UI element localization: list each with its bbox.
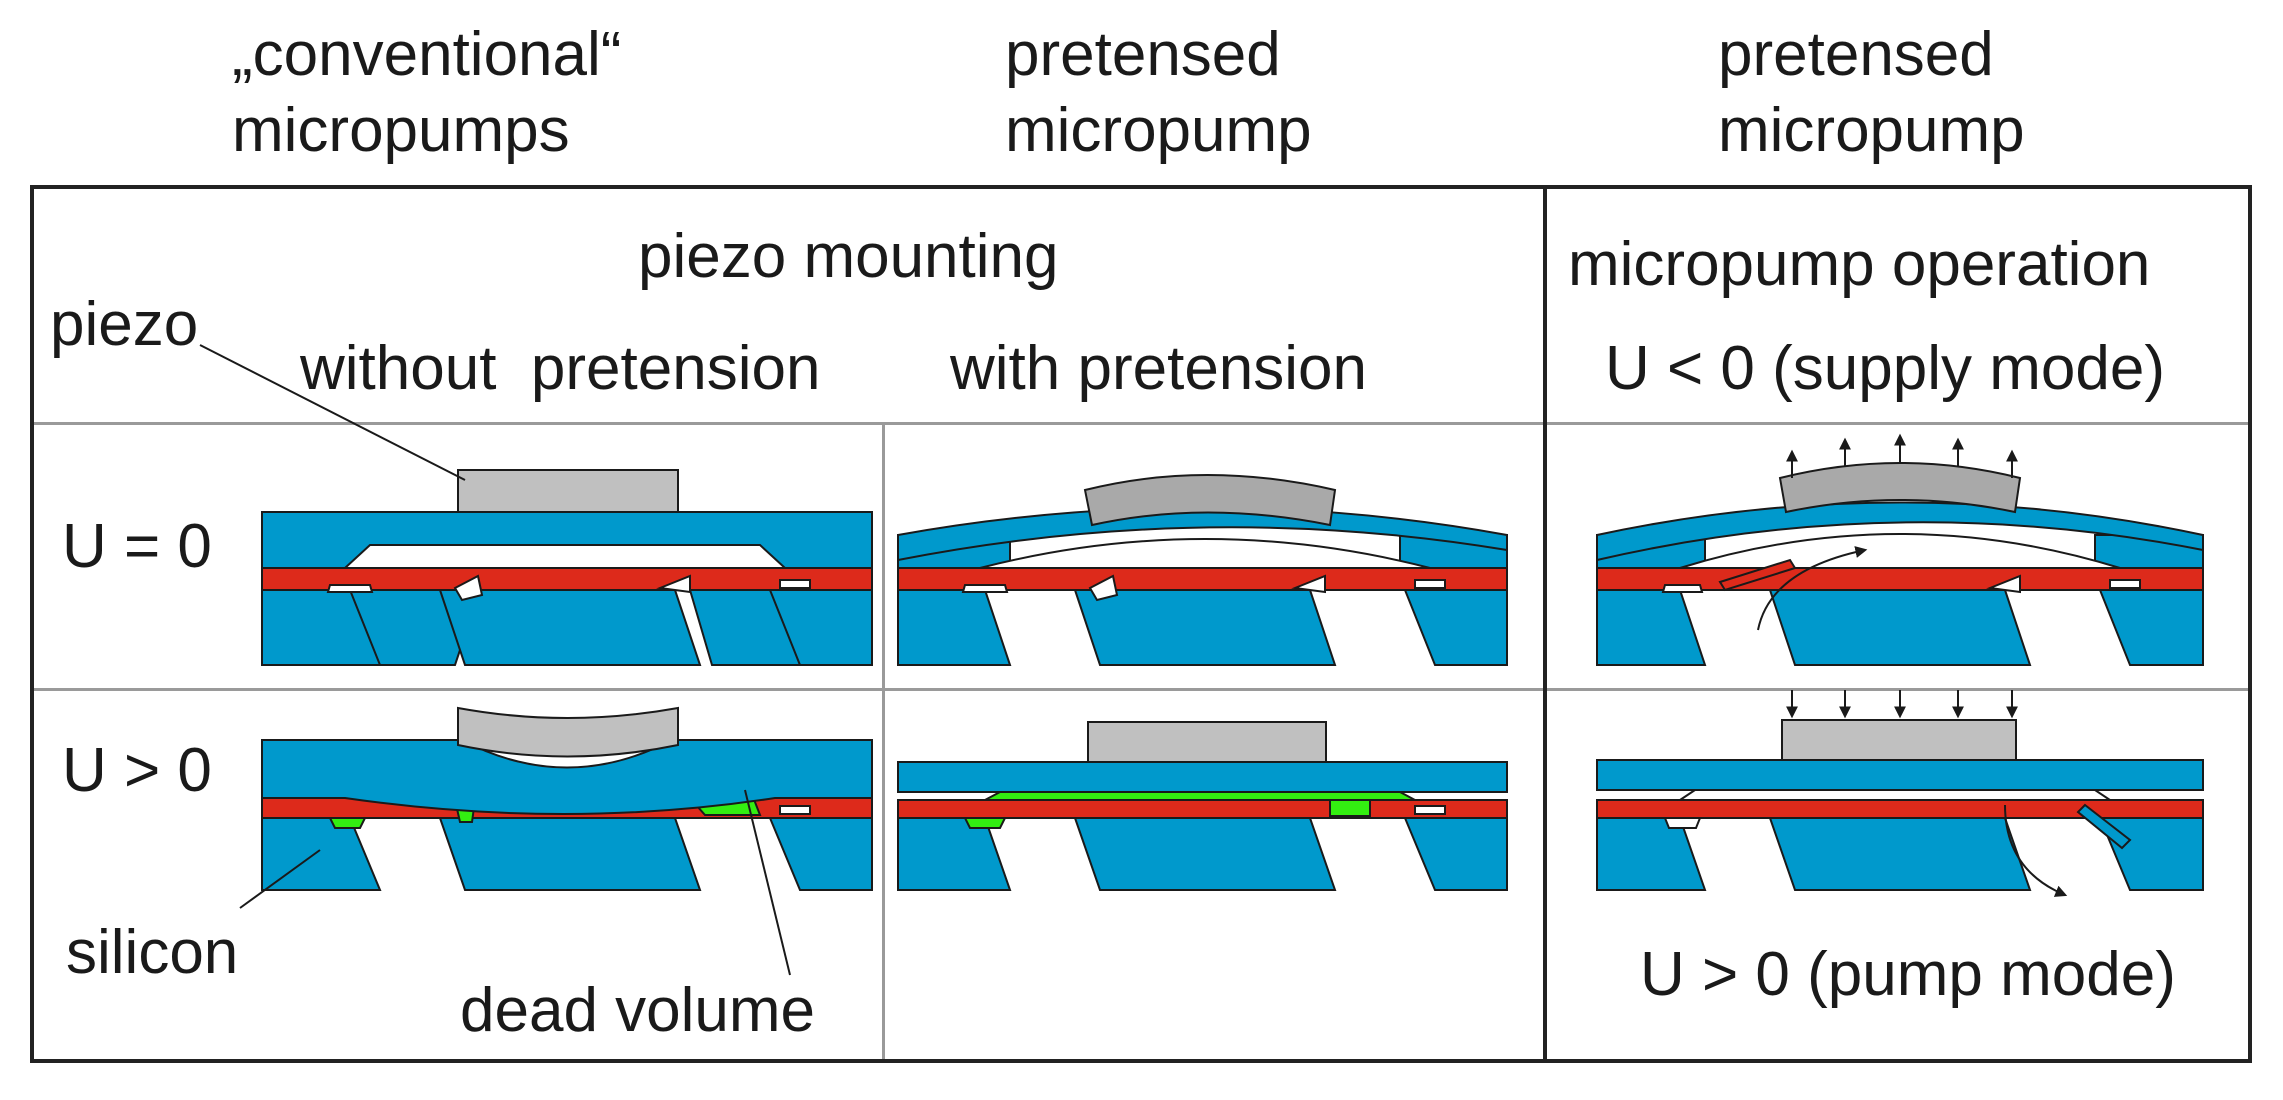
header-pretensed-mounting-line1: pretensed bbox=[1005, 20, 1281, 89]
without-pretension-heading: without pretension bbox=[300, 334, 821, 403]
header-pretensed-operation-line2: micropump bbox=[1718, 96, 2025, 165]
pump-pretensed-actuated bbox=[897, 721, 1508, 891]
header-conventional-line2: micropumps bbox=[232, 96, 570, 165]
leader-dead-volume bbox=[744, 789, 791, 976]
pump-mode-label: U > 0 (pump mode) bbox=[1640, 940, 2176, 1009]
callout-dead-volume: dead volume bbox=[460, 976, 816, 1045]
piezo-mounting-heading: piezo mounting bbox=[638, 222, 1059, 291]
pump-supply-mode bbox=[1596, 433, 2204, 666]
pump-pump-mode bbox=[1596, 690, 2204, 897]
micropump-operation-heading: micropump operation bbox=[1568, 230, 2151, 299]
header-conventional-line1: „conventional“ bbox=[232, 20, 622, 89]
pump-conventional-rest bbox=[261, 469, 873, 666]
column-divider-operation bbox=[1543, 189, 1547, 1059]
with-pretension-heading: with pretension bbox=[950, 334, 1368, 403]
row-label-u-greater-zero: U > 0 bbox=[62, 736, 212, 805]
supply-mode-label: U < 0 (supply mode) bbox=[1605, 334, 2165, 403]
pump-pretensed-rest bbox=[897, 474, 1508, 666]
column-divider-mounting bbox=[882, 422, 885, 1059]
row-label-u-equals-zero: U = 0 bbox=[62, 512, 212, 581]
pump-chamber bbox=[342, 544, 788, 569]
comparison-table bbox=[30, 185, 2252, 1063]
header-pretensed-operation-line1: pretensed bbox=[1718, 20, 1994, 89]
leader-silicon bbox=[239, 849, 321, 909]
callout-piezo: piezo bbox=[50, 290, 199, 359]
callout-silicon: silicon bbox=[66, 918, 239, 987]
row-divider bbox=[34, 688, 2248, 691]
header-row-divider bbox=[34, 422, 2248, 425]
leader-piezo bbox=[199, 344, 466, 481]
header-pretensed-mounting-line2: micropump bbox=[1005, 96, 1312, 165]
pump-conventional-actuated bbox=[261, 706, 873, 891]
piezo-disk bbox=[457, 469, 679, 513]
